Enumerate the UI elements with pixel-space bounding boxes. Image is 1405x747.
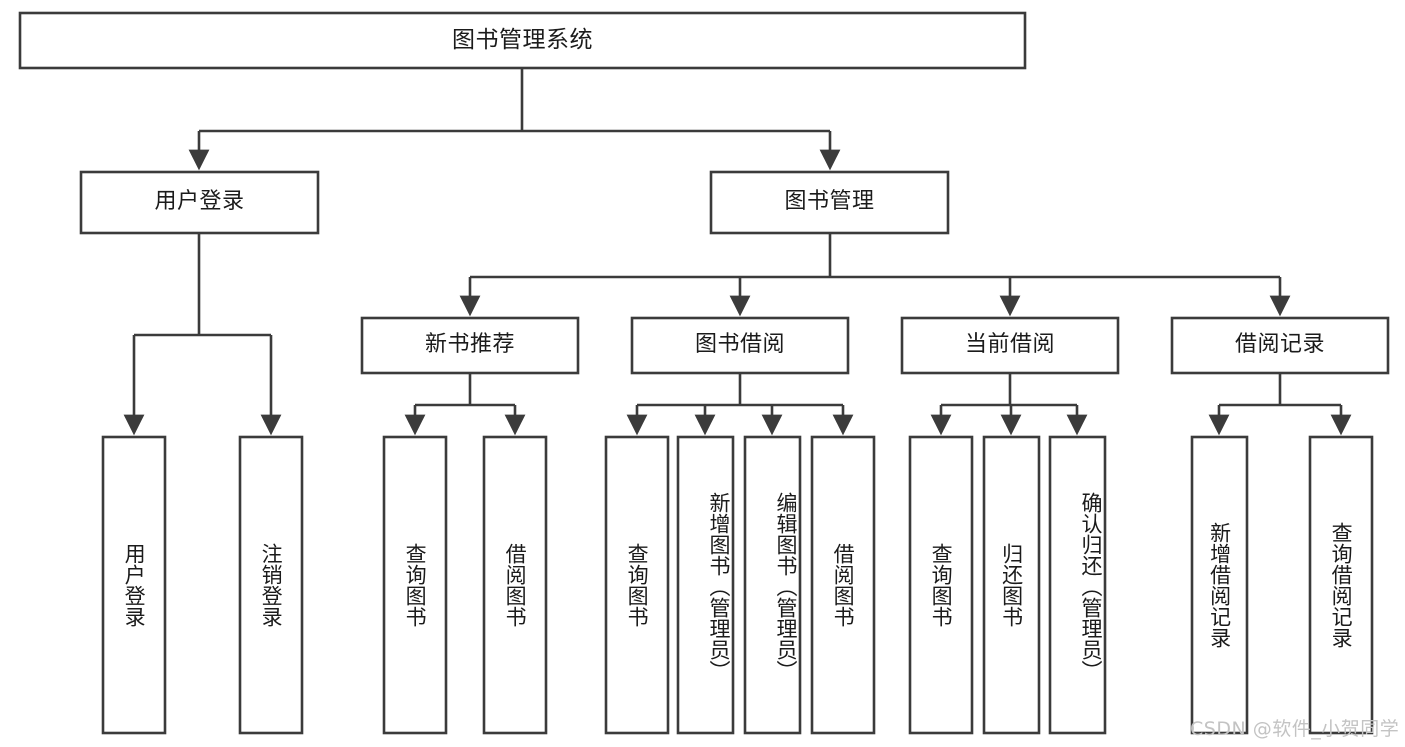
leaf-box-4[interactable] <box>604 435 670 735</box>
node-box-current-borrow[interactable] <box>900 316 1120 375</box>
leaf-box-10[interactable] <box>1048 435 1107 735</box>
node-box-book-borrow[interactable] <box>630 316 850 375</box>
leaf-box-2[interactable] <box>382 435 448 735</box>
leaf-box-8[interactable] <box>908 435 974 735</box>
leaf-box-0[interactable] <box>101 435 167 735</box>
leaf-box-9[interactable] <box>982 435 1041 735</box>
leaf-box-11[interactable] <box>1190 435 1249 735</box>
leaf-box-7[interactable] <box>810 435 876 735</box>
leaf-box-12[interactable] <box>1308 435 1374 735</box>
node-box-user-login[interactable] <box>79 170 320 235</box>
node-box-new-book-recommend[interactable] <box>360 316 580 375</box>
node-box-borrow-record[interactable] <box>1170 316 1390 375</box>
leaf-box-3[interactable] <box>482 435 548 735</box>
leaf-box-5[interactable] <box>676 435 735 735</box>
leaf-box-1[interactable] <box>238 435 304 735</box>
leaf-box-6[interactable] <box>743 435 802 735</box>
node-box-book-management[interactable] <box>709 170 950 235</box>
node-box-root[interactable] <box>18 11 1027 70</box>
